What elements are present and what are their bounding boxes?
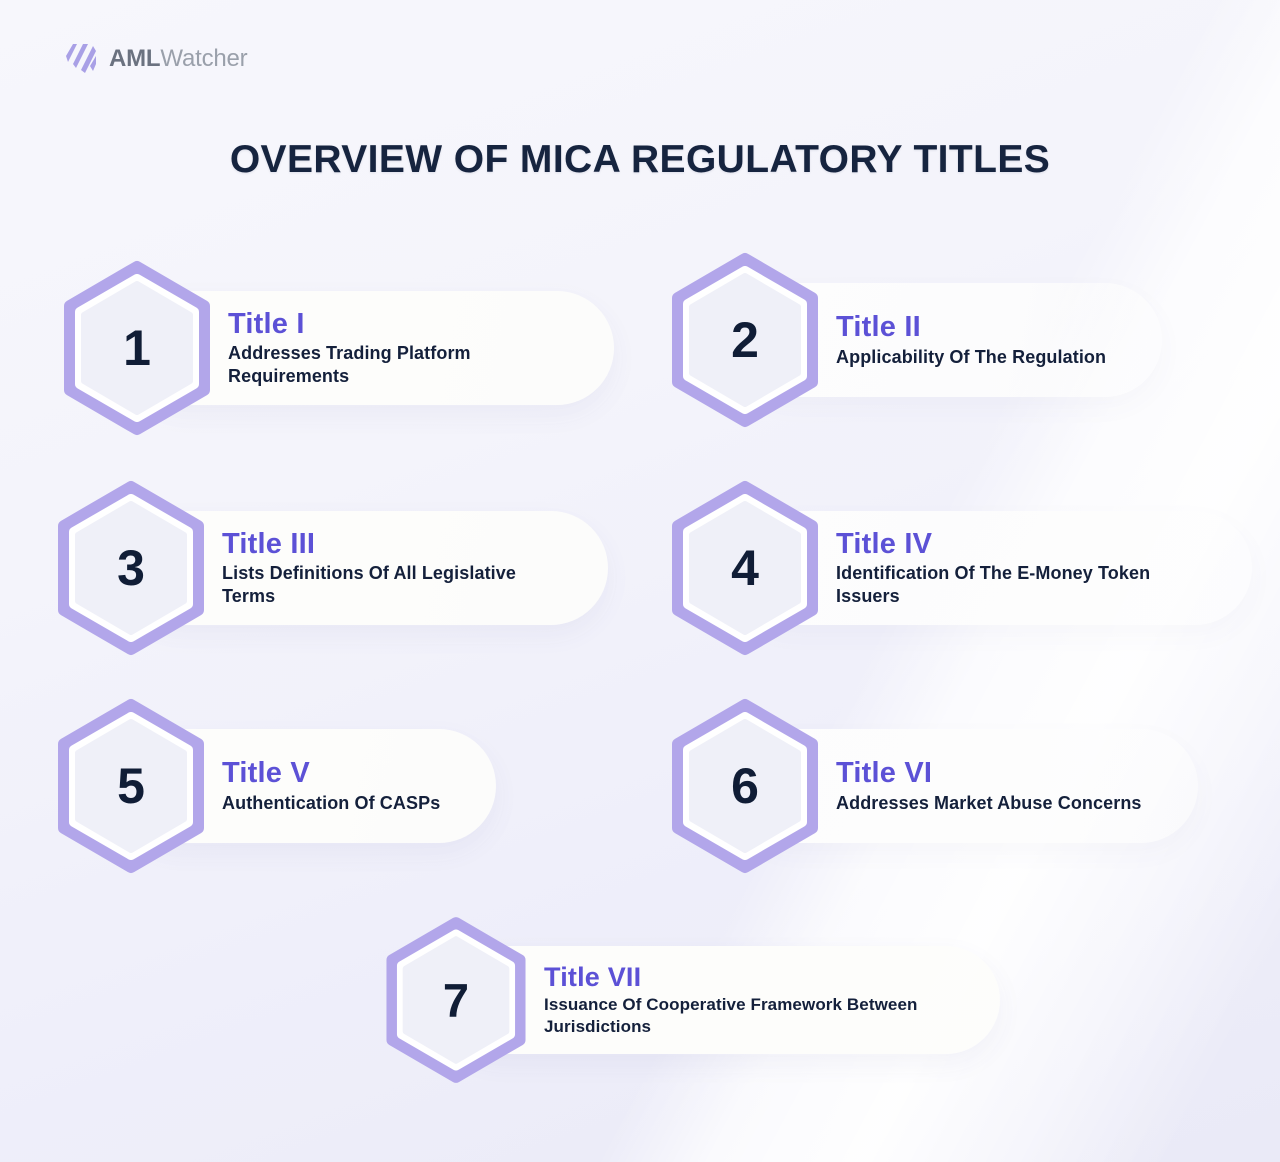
card-description: Lists Definitions Of All Legislative Ter… — [222, 563, 516, 607]
card-title: Title I — [228, 307, 305, 340]
brand-name-light: Watcher — [160, 45, 248, 72]
hexagon-icon — [64, 261, 210, 435]
hexagon-icon — [672, 481, 818, 655]
card-title: Title IV — [836, 527, 933, 560]
title-card-3: 3 Title III Lists Definitions Of All Leg… — [58, 481, 608, 655]
card-description: Authentication Of CASPs — [222, 792, 441, 813]
hexagon-badge-2: 2 — [672, 253, 818, 427]
hexagon-icon — [58, 699, 204, 873]
card-title: Title VII — [544, 962, 642, 993]
card-title: Title II — [836, 311, 921, 344]
card-number: 3 — [117, 540, 145, 596]
card-content-pill: Title IV Identification Of The E-Money T… — [736, 511, 1252, 625]
aml-watcher-stripes-icon — [66, 44, 96, 73]
brand-name: AMLWatcher — [109, 45, 248, 72]
hexagon-icon — [672, 699, 818, 873]
title-card-7: 7 Title VII Issuance Of Cooperative Fram… — [386, 917, 1000, 1083]
card-number: 2 — [731, 312, 759, 368]
card-number: 1 — [123, 320, 151, 376]
hexagon-icon — [386, 917, 526, 1083]
card-number: 6 — [731, 758, 759, 814]
title-card-4: 4 Title IV Identification Of The E-Money… — [672, 481, 1252, 655]
card-description: Identification Of The E-Money Token Issu… — [836, 563, 1151, 607]
card-description: Addresses Trading Platform Requirements — [228, 343, 471, 387]
hexagon-badge-4: 4 — [672, 481, 818, 655]
brand-logo: AMLWatcher — [64, 42, 248, 76]
card-number: 4 — [731, 540, 759, 596]
hexagon-badge-6: 6 — [672, 699, 818, 873]
card-description: Applicability Of The Regulation — [836, 346, 1107, 367]
hexagon-icon — [58, 481, 204, 655]
hexagon-badge-7: 7 — [386, 917, 526, 1083]
card-description: Issuance Of Cooperative Framework Betwee… — [544, 995, 918, 1037]
brand-name-bold: AML — [109, 45, 161, 72]
hexagon-icon — [672, 253, 818, 427]
title-card-6: 6 Title VI Addresses Market Abuse Concer… — [672, 699, 1198, 873]
card-title: Title III — [222, 527, 316, 560]
card-number: 5 — [117, 758, 145, 814]
card-description: Addresses Market Abuse Concerns — [836, 792, 1142, 813]
title-card-1: 1 Title I Addresses Trading Platform Req… — [64, 261, 614, 435]
hexagon-badge-5: 5 — [58, 699, 204, 873]
card-title: Title V — [222, 757, 310, 790]
hexagon-badge-3: 3 — [58, 481, 204, 655]
page-title: OVERVIEW OF MICA REGULATORY TITLES — [229, 138, 1051, 181]
card-title: Title VI — [836, 757, 933, 790]
card-number: 7 — [442, 973, 470, 1027]
title-card-5: 5 Title V Authentication Of CASPs — [58, 699, 497, 873]
hexagon-badge-1: 1 — [64, 261, 210, 435]
title-card-2: 2 Title II Applicability Of The Regulati… — [672, 253, 1163, 427]
card-content-pill: Title VII Issuance Of Cooperative Framew… — [444, 946, 1000, 1054]
